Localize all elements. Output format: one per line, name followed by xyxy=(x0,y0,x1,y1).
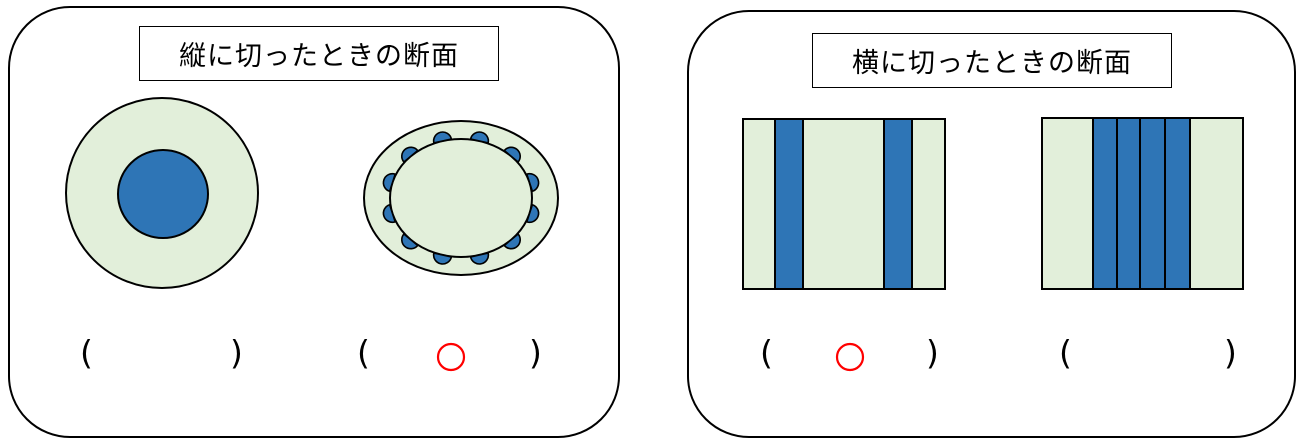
vascular-bundle xyxy=(401,232,419,250)
vascular-bundle xyxy=(525,172,540,193)
section-figure-solid-core xyxy=(65,97,259,289)
answer-close-paren: ) xyxy=(926,333,939,372)
vascular-bundle xyxy=(469,131,490,144)
vascular-bundle xyxy=(503,146,521,164)
vascular-bundle xyxy=(525,203,540,224)
answer-mark-circle xyxy=(436,342,466,372)
vascular-bundle xyxy=(382,172,397,193)
answer-close-paren: ) xyxy=(230,333,243,372)
left-panel-title: 縦に切ったときの断面 xyxy=(139,26,499,81)
section-figure-ring-bundles xyxy=(363,120,559,276)
vascular-bundle xyxy=(382,203,397,224)
vascular-bundle xyxy=(503,232,521,250)
section-figure-adjacent-stripes xyxy=(1041,117,1244,290)
answer-open-paren: ( xyxy=(760,333,773,372)
vascular-bundle xyxy=(401,146,419,164)
vascular-bundle xyxy=(469,252,490,265)
answer-open-paren: ( xyxy=(1059,333,1072,372)
right-panel-title: 横に切ったときの断面 xyxy=(812,33,1172,88)
answer-mark-circle xyxy=(835,342,865,372)
answer-open-paren: ( xyxy=(357,333,370,372)
answer-close-paren: ) xyxy=(1224,333,1237,372)
vascular-bundle xyxy=(432,252,453,265)
vascular-bundle xyxy=(432,131,453,144)
section-figure-two-stripes xyxy=(742,118,946,290)
answer-close-paren: ) xyxy=(529,333,542,372)
answer-open-paren: ( xyxy=(80,333,93,372)
